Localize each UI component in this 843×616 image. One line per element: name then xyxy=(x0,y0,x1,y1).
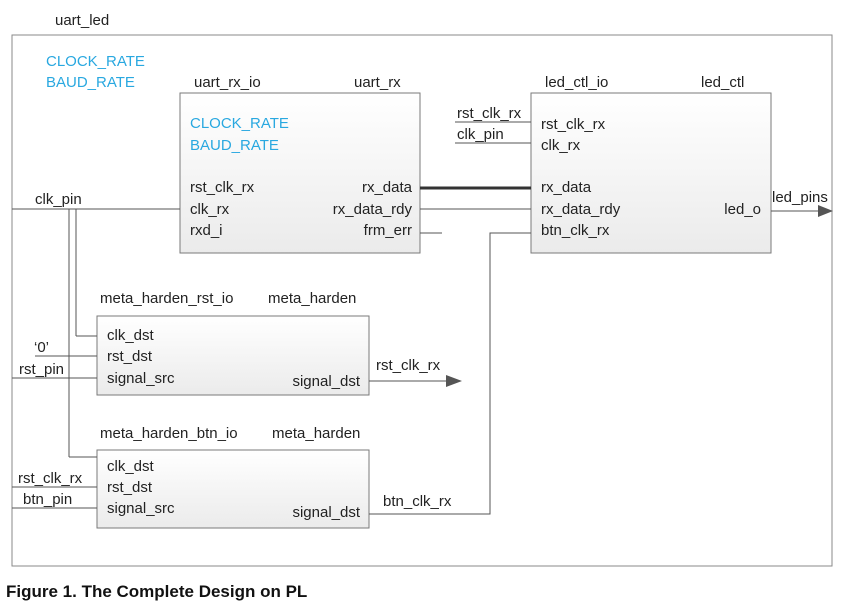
net-label-zero: ‘0’ xyxy=(34,339,49,356)
led-ctl-port-led-o: led_o xyxy=(724,201,761,218)
uart-rx-param-baud-rate: BAUD_RATE xyxy=(190,137,279,154)
led-ctl-port-rx-data-rdy: rx_data_rdy xyxy=(541,201,621,218)
uart-rx-port-rx-data-rdy: rx_data_rdy xyxy=(333,201,413,218)
uart-rx-port-clk-rx: clk_rx xyxy=(190,201,230,218)
meta-rst-module-name: meta_harden xyxy=(268,290,356,307)
figure-caption: Figure 1. The Complete Design on PL xyxy=(6,582,308,601)
uart-rx-block xyxy=(179,92,421,254)
block-diagram: uart_led CLOCK_RATE BAUD_RATE uart_rx_io… xyxy=(11,12,833,567)
top-module-name: uart_led xyxy=(55,12,109,29)
wires xyxy=(12,121,820,515)
meta-rst-block xyxy=(96,315,370,396)
meta-btn-instance-name: meta_harden_btn_io xyxy=(100,425,238,442)
meta-btn-module-name: meta_harden xyxy=(272,425,360,442)
net-label-led-pins: led_pins xyxy=(772,189,828,206)
net-label-btn-clk-rx: btn_clk_rx xyxy=(383,493,452,510)
led-ctl-instance-name: led_ctl_io xyxy=(545,74,608,91)
led-ctl-port-rst-clk-rx: rst_clk_rx xyxy=(541,116,606,133)
uart-rx-port-rx-data: rx_data xyxy=(362,179,413,196)
meta-btn-port-clk-dst: clk_dst xyxy=(107,458,155,475)
uart-rx-port-rxd-i: rxd_i xyxy=(190,222,223,239)
net-label-led-rst-clk-rx: rst_clk_rx xyxy=(457,105,522,122)
meta-btn-port-signal-dst: signal_dst xyxy=(292,504,360,521)
led-ctl-port-rx-data: rx_data xyxy=(541,179,592,196)
net-label-rst-clk-rx-out: rst_clk_rx xyxy=(376,357,441,374)
meta-rst-port-clk-dst: clk_dst xyxy=(107,327,155,344)
meta-rst-port-signal-src: signal_src xyxy=(107,370,175,387)
arrow-rst-clk-rx-out xyxy=(446,375,462,387)
uart-rx-param-clock-rate: CLOCK_RATE xyxy=(190,115,289,132)
arrow-led-pins xyxy=(818,205,833,217)
uart-rx-port-frm-err: frm_err xyxy=(364,222,412,239)
meta-btn-port-rst-dst: rst_dst xyxy=(107,479,153,496)
led-ctl-port-clk-rx: clk_rx xyxy=(541,137,581,154)
led-ctl-port-btn-clk-rx: btn_clk_rx xyxy=(541,222,610,239)
net-label-rst-pin: rst_pin xyxy=(19,361,64,378)
net-label-btn-pin: btn_pin xyxy=(23,491,72,508)
meta-btn-port-signal-src: signal_src xyxy=(107,500,175,517)
uart-rx-port-rst-clk-rx: rst_clk_rx xyxy=(190,179,255,196)
top-param-baud-rate: BAUD_RATE xyxy=(46,74,135,91)
meta-rst-instance-name: meta_harden_rst_io xyxy=(100,290,233,307)
wire-btn-clk-rx xyxy=(369,232,531,515)
net-label-rst-clk-rx-in: rst_clk_rx xyxy=(18,470,83,487)
net-label-led-clk-pin: clk_pin xyxy=(457,126,504,143)
uart-rx-instance-name: uart_rx_io xyxy=(194,74,261,91)
meta-btn-block xyxy=(96,449,370,529)
top-param-clock-rate: CLOCK_RATE xyxy=(46,53,145,70)
meta-rst-port-signal-dst: signal_dst xyxy=(292,373,360,390)
meta-rst-port-rst-dst: rst_dst xyxy=(107,348,153,365)
led-ctl-block xyxy=(530,92,772,254)
net-label-clk-pin: clk_pin xyxy=(35,191,82,208)
uart-rx-module-name: uart_rx xyxy=(354,74,401,91)
led-ctl-module-name: led_ctl xyxy=(701,74,744,91)
